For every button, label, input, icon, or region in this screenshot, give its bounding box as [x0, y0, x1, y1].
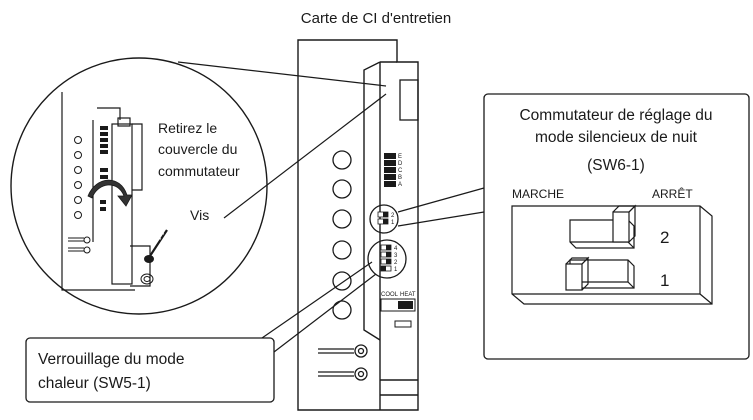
sw6-board-switch: 2 1 [369, 204, 399, 234]
board-connector [399, 79, 419, 121]
screw-label: Vis [190, 207, 209, 223]
sw5-number-3: 3 [394, 253, 398, 259]
heat-label: HEAT [400, 292, 416, 298]
sw6-enlarged-switch [511, 204, 713, 305]
remove-cover-line-1: Retirez le [158, 120, 217, 136]
sw6-number-1: 1 [391, 220, 395, 226]
sw5-board-switch: 4 3 2 1 [367, 239, 407, 279]
zoom-callout-lines [177, 61, 387, 219]
heat-lock-pointer [261, 261, 377, 353]
zoom-detail-circle [10, 57, 268, 315]
dip-letter-d: D [398, 161, 403, 167]
silent-mode-title-line-2: mode silencieux de nuit [535, 129, 698, 146]
board-terminal-leads [318, 344, 368, 381]
heat-lock-callout: Verrouillage du mode chaleur (SW5-1) [25, 337, 275, 403]
silent-mode-pointer [397, 187, 485, 227]
switch-number-2: 2 [660, 228, 669, 247]
curved-arrow-icon [87, 179, 133, 207]
dip-switch-block-ea: E D C B A [384, 153, 403, 188]
silent-mode-callout: Commutateur de réglage du mode silencieu… [483, 93, 750, 360]
dip-letter-a: A [398, 182, 402, 188]
remove-cover-line-3: commutateur [158, 163, 240, 179]
dip-letter-b: B [398, 175, 402, 181]
switch-number-1: 1 [660, 271, 669, 290]
cool-label: COOL [381, 292, 399, 298]
dip-letter-c: C [398, 168, 403, 174]
dip-letter-e: E [398, 154, 402, 160]
heat-lock-line-2: chaleur (SW5-1) [38, 375, 151, 392]
sw5-number-4: 4 [394, 246, 398, 252]
sw6-number-2: 2 [391, 213, 395, 219]
board-terminal-circles [332, 150, 352, 320]
sw5-number-2: 2 [394, 260, 398, 266]
silent-mode-title-line-1: Commutateur de réglage du [519, 107, 712, 124]
on-label: MARCHE [512, 187, 564, 201]
off-label: ARRÊT [652, 186, 693, 201]
circuit-board [297, 39, 419, 411]
zoom-dip-switches [100, 126, 108, 211]
diagram-title: Carte de CI d'entretien [301, 10, 451, 27]
screw-icon [144, 229, 168, 263]
heat-lock-line-1: Verrouillage du mode [38, 351, 185, 368]
remove-cover-line-2: couvercle du [158, 141, 237, 157]
sw5-number-1: 1 [394, 267, 398, 273]
silent-mode-title-line-3: (SW6-1) [587, 157, 645, 174]
cool-heat-switch: COOL HEAT [380, 292, 416, 328]
